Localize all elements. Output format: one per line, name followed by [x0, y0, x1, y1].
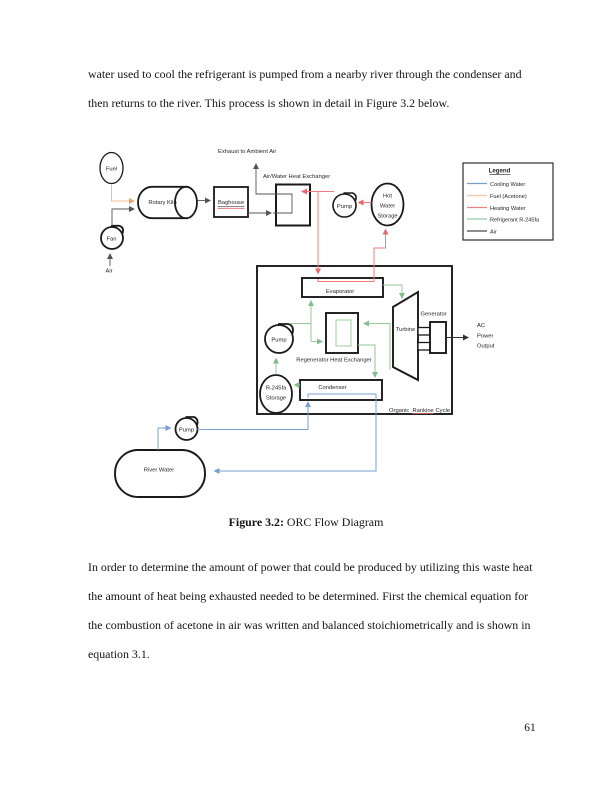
river-pump-label: Pump: [179, 428, 194, 434]
regenerator-heat-exchanger: [325, 312, 359, 354]
legend-item-air: Air: [490, 230, 497, 236]
fan: [100, 224, 124, 250]
air-water-heat-exchanger: [275, 183, 311, 227]
regenerator-inner-channel: [335, 319, 352, 347]
fuel-pipe: [111, 184, 135, 204]
ac-output-label-3: Output: [477, 344, 495, 350]
orc-cycle-label-word3: Cycle: [436, 408, 451, 414]
legend-title: Legend: [489, 168, 511, 175]
cooling-water-pipes: [157, 393, 377, 474]
figure-caption-number: Figure 3.2:: [228, 515, 284, 529]
legend-box: [462, 162, 554, 241]
figure-caption: Figure 3.2: ORC Flow Diagram: [0, 508, 612, 537]
fan-label: Fan: [107, 237, 117, 243]
body-text-line: then returns to the river. This process …: [88, 96, 450, 110]
heating-water-pipes: [301, 188, 389, 282]
ac-output-label-1: AC: [477, 323, 485, 329]
pump-flag: [343, 192, 357, 202]
page-number: 61: [524, 722, 536, 734]
rotary-kiln: [137, 185, 198, 220]
evaporator-label: Evaporator: [326, 289, 354, 295]
body-text-line: the amount of heat being exhausted neede…: [88, 589, 529, 603]
fan-flag: [111, 224, 124, 234]
orc-cycle-label-word2: Rankine: [413, 408, 434, 414]
turbine-label: Turbine: [396, 327, 415, 333]
fuel-tank: [99, 151, 124, 185]
air-pipes: [107, 163, 293, 266]
legend-item-fuel: Fuel (Acetone): [490, 194, 527, 200]
ac-output-label-2: Power: [477, 334, 494, 340]
air-water-hx-label: Air/Water Heat Exchanger: [263, 174, 330, 180]
hot-storage-label-3: Storage: [377, 214, 397, 220]
r245fa-storage-tank: [259, 374, 293, 414]
refrigerant-pipes: [273, 284, 405, 388]
turbine: [392, 290, 419, 382]
body-text-line: equation 3.1.: [88, 647, 150, 661]
orc-pump-label: Pump: [271, 338, 286, 344]
generator-label: Generator: [421, 312, 447, 318]
condenser-label: Condenser: [318, 385, 346, 391]
legend-item-refrigerant: Refrigerant R-245fa: [490, 218, 540, 224]
river-water-label: River Water: [144, 468, 174, 474]
paragraph-bottom: In order to determine the amount of powe…: [88, 553, 558, 669]
figure-caption-text: ORC Flow Diagram: [283, 515, 384, 529]
air-label: Air: [105, 269, 112, 275]
r245fa-storage-label-1: R-245fa: [266, 386, 287, 392]
pump-flag: [185, 416, 199, 426]
orc-cycle-label-word1: Organic: [389, 408, 409, 414]
legend-item-cooling-water: Cooling Water: [490, 182, 525, 188]
river-pump: [174, 416, 199, 441]
regenerator-label: Regenerator Heat Exchanger: [296, 358, 371, 364]
legend-item-heating-water: Heating Water: [490, 206, 526, 212]
body-text-line: the combustion of acetone in air was wri…: [88, 618, 531, 632]
body-text-line: water used to cool the refrigerant is pu…: [88, 67, 522, 81]
hot-storage-label-2: Water: [380, 204, 395, 210]
exhaust-label: Exhaust to Ambient Air: [218, 149, 276, 155]
hot-storage-label-1: Hot: [383, 194, 392, 200]
rotary-kiln-label: Rotary Kiln: [148, 200, 176, 206]
body-text-line: In order to determine the amount of powe…: [88, 560, 533, 574]
hot-loop-pump-label: Pump: [337, 204, 352, 210]
paragraph-top: water used to cool the refrigerant is pu…: [88, 60, 558, 118]
baghouse: [213, 186, 249, 218]
evaporator: [301, 277, 384, 298]
orc-pump: [264, 323, 294, 354]
hot-water-storage-tank: [370, 182, 405, 227]
fuel-label: Fuel: [106, 167, 117, 173]
condenser: [299, 379, 383, 401]
pump-flag: [278, 323, 294, 334]
r245fa-storage-label-2: Storage: [266, 396, 286, 402]
baghouse-label: Baghouse: [218, 200, 244, 206]
hot-loop-pump: [332, 192, 357, 218]
river-water-tank: [114, 449, 206, 498]
